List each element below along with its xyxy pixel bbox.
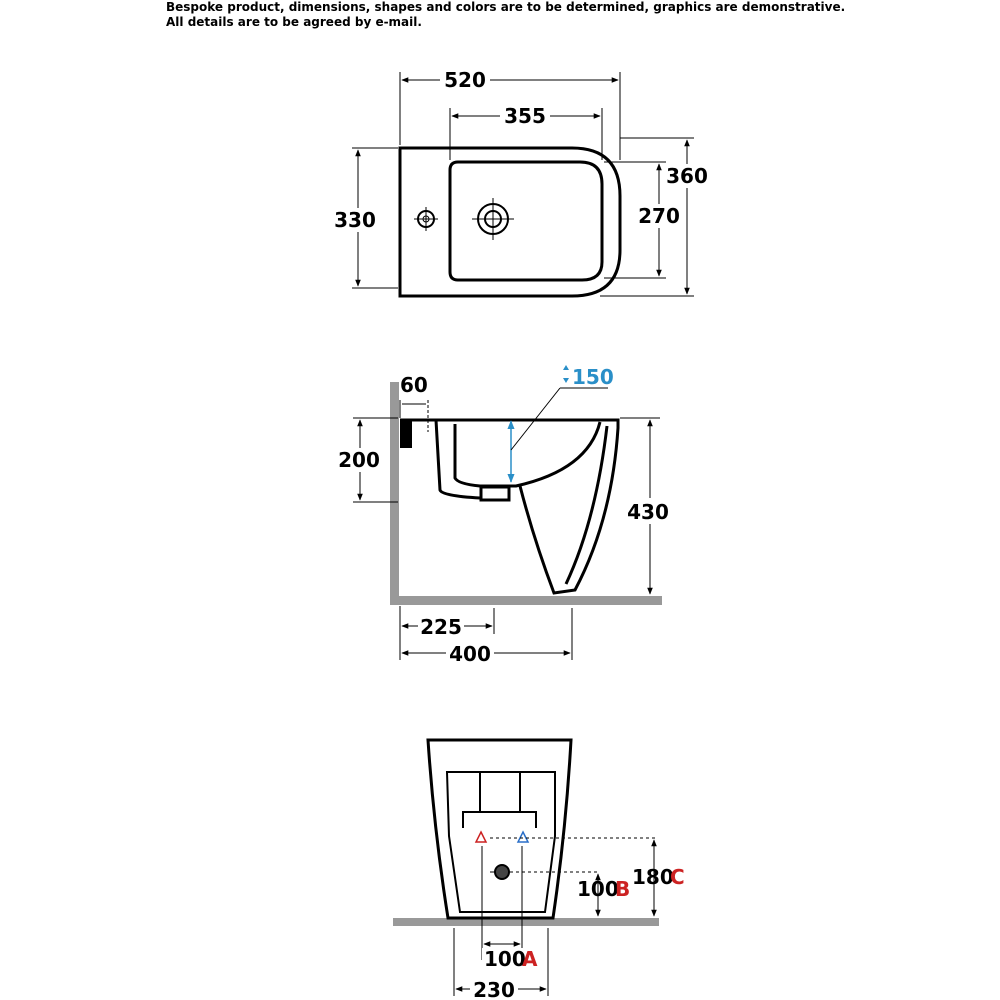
wall (390, 382, 399, 604)
dim-supply-spacing: 100 (484, 947, 526, 971)
disclaimer-notice: Bespoke product, dimensions, shapes and … (166, 0, 845, 30)
dim-bowl-length: 355 (504, 104, 546, 128)
dim-depth-right: 360 (666, 164, 708, 188)
floor-rear (393, 918, 659, 926)
dim-wall-offset: 60 (400, 373, 428, 397)
top-view-outline (398, 146, 622, 298)
top-view-bowl (448, 160, 604, 282)
disclaimer-line-1: Bespoke product, dimensions, shapes and … (166, 0, 846, 14)
dim-rim-to-outlet: 200 (338, 448, 380, 472)
dim-water-depth: 150 (572, 365, 614, 389)
hot-supply-marker (474, 830, 488, 843)
code-letter-c: C (670, 865, 685, 889)
side-view-bowl (453, 421, 602, 488)
dim-overall-width: 330 (334, 208, 376, 232)
dim-supply-height: 180 (632, 865, 674, 889)
dim-outlet-distance: 225 (420, 615, 462, 639)
side-outlet (479, 485, 511, 502)
side-view: 60 150 200 430 225 400 (336, 365, 672, 666)
disclaimer-line-2: All details are to be agreed by e-mail. (166, 15, 422, 29)
floor-side (390, 596, 662, 605)
cold-supply-marker (516, 830, 530, 843)
dim-drain-height: 100 (577, 877, 619, 901)
dim-base-width: 230 (473, 978, 515, 1000)
dim-overall-length: 520 (444, 68, 486, 92)
dim-overall-depth: 400 (449, 642, 491, 666)
code-letter-a: A (522, 947, 538, 971)
rear-view: 180 C 100 B 100 A 230 (393, 738, 685, 1000)
dim-overall-height: 430 (627, 500, 669, 524)
dim-bowl-width: 270 (638, 204, 680, 228)
top-view: 520 355 330 360 270 (332, 68, 710, 298)
code-letter-b: B (615, 877, 630, 901)
rear-drain (494, 864, 510, 880)
side-view-body (400, 418, 620, 595)
rear-view-recess (445, 771, 556, 913)
rear-view-body (426, 738, 573, 920)
